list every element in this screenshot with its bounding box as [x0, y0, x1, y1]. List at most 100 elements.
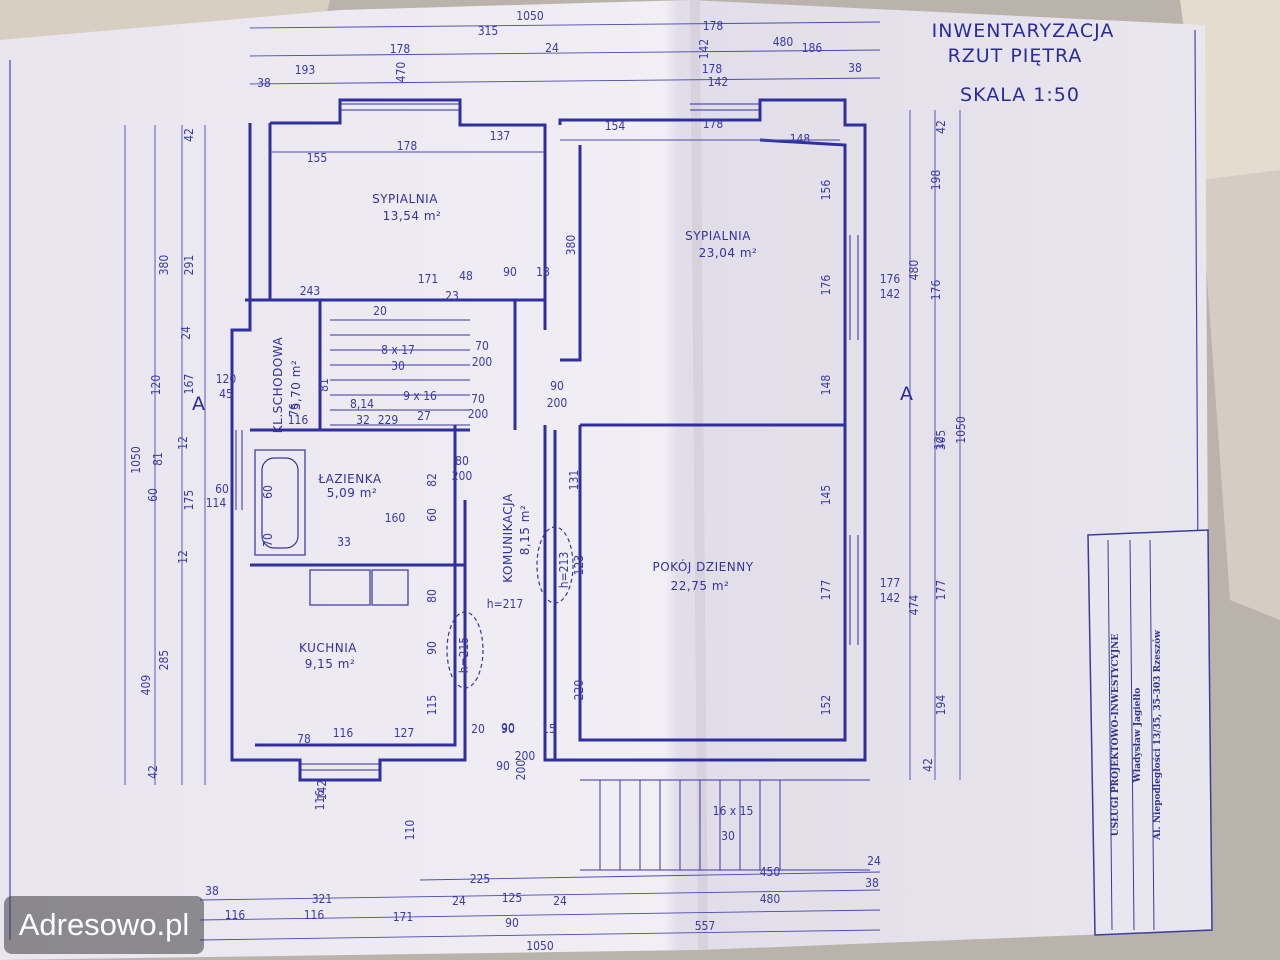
dim-bottom-mid-1: 557 — [695, 919, 716, 933]
room-area-klatka: 5,70 m² — [289, 360, 303, 411]
dim-left-col2-4: 409 — [139, 675, 153, 696]
dimension-labels: 1050 1050 1050 1050 38193178470178142315… — [129, 9, 968, 953]
dim-top-row-12: 38 — [848, 61, 862, 75]
dim-bottom-row2-2: 171 — [393, 910, 414, 924]
dim-middle-8: 160 — [385, 511, 406, 525]
dim-stairs-4: 18 — [536, 265, 550, 279]
watermark-logo: Adresowo.pl — [4, 896, 204, 954]
dim-stairs-13: 8,14 — [350, 397, 374, 411]
room-area-bathroom: 5,09 m² — [327, 486, 378, 500]
dim-left-col2-3: 175 — [182, 490, 196, 511]
stamp-line2: Władysław Jagiełło — [1133, 688, 1143, 784]
dim-left-col-4: 12 — [176, 436, 190, 450]
dim-right-col2-0: 480 — [907, 260, 921, 281]
dim-bottom-row2-0: 116 — [225, 908, 246, 922]
dim-right-col-7: 42 — [921, 758, 935, 772]
dim-right-col-6: 194 — [934, 695, 948, 716]
dim-stairs-19: 200 — [547, 396, 568, 410]
frame-lines — [9, 29, 1201, 940]
room-area-bedroom-left: 13,54 m² — [383, 209, 442, 223]
dim-stairs-16: 70 — [471, 392, 485, 406]
dim-right-col-3: 305 — [934, 430, 948, 451]
stamp-line1: USŁUGI PROJEKTOWO-INWESTYCYJNE — [1111, 634, 1121, 837]
room-name-bedroom-right: SYPIALNIA — [685, 229, 751, 243]
plan-scale: SKALA 1:50 — [960, 84, 1080, 106]
dim-middle-2: 123 — [572, 555, 586, 576]
room-name-kitchen: KUCHNIA — [299, 641, 357, 655]
dim-top-row-0: 38 — [257, 76, 271, 90]
dim-stairs-14: 70 — [475, 339, 489, 353]
dim-middle-5: 80 — [455, 454, 469, 468]
room-area-kitchen: 9,15 m² — [305, 657, 356, 671]
dim-top-row-2: 178 — [390, 42, 411, 56]
dim-left-col-7: 285 — [157, 650, 171, 671]
dim-stairs-front-0: 16 x 15 — [713, 804, 754, 818]
dim-middle-1: 131 — [567, 470, 581, 491]
dim-left-misc-5: 70 — [261, 533, 275, 547]
dim-left-misc-1: 45 — [219, 387, 233, 401]
dim-right-inner-6: 177 — [819, 580, 833, 601]
dim-middle-0: 380 — [564, 235, 578, 256]
dim-middle-23: 127 — [394, 726, 415, 740]
dim-left-col2-1: 167 — [182, 374, 196, 395]
dim-left-col-5: 60 — [146, 488, 160, 502]
dim-bottom-row1-5: 450 — [760, 865, 781, 879]
fixtures — [254, 449, 574, 689]
dim-middle-24: 116 — [313, 790, 327, 811]
dim-middle-17: 15 — [542, 722, 556, 736]
dim-stairs-11: 32 — [356, 413, 370, 427]
designer-stamp: USŁUGI PROJEKTOWO-INWESTYCYJNE Władysław… — [1087, 529, 1213, 936]
dim-top-inner-0: 155 — [307, 151, 328, 165]
dim-middle-21: 78 — [297, 732, 311, 746]
dim-middle-20: 110 — [403, 820, 417, 841]
dim-right-inner-3: 176 — [880, 272, 901, 286]
dim-left-misc-4: 60 — [261, 485, 275, 499]
dim-top-row-5: 142 — [697, 39, 711, 60]
dim-left-col-0: 42 — [182, 128, 196, 142]
room-name-bathroom: ŁAZIENKA — [317, 472, 381, 486]
section-mark-left: A — [192, 393, 206, 415]
dim-left-misc-6: 116 — [288, 413, 309, 427]
dim-right-inner-8: 177 — [880, 576, 901, 590]
dim-heights-2: h=215 — [457, 637, 471, 674]
dim-left-col2-2: 81 — [151, 452, 165, 466]
dim-middle-15: 20 — [471, 722, 485, 736]
dim-right-col-1: 198 — [929, 170, 943, 191]
walls — [230, 98, 867, 782]
dim-middle-18: 90 — [496, 759, 510, 773]
dim-stairs-3: 90 — [503, 265, 517, 279]
dim-stairs-8: 30 — [391, 359, 405, 373]
dim-right-col-2: 176 — [929, 280, 943, 301]
dim-heights-1: h=217 — [487, 597, 524, 611]
dim-top-total: 1050 — [516, 9, 544, 23]
dim-middle-7: 60 — [425, 508, 439, 522]
dim-stairs-0: 243 — [300, 284, 321, 298]
dim-bottom-row1-2: 24 — [452, 894, 466, 908]
dim-middle-4: 82 — [425, 473, 439, 487]
dim-bottom-row2-4: 480 — [760, 892, 781, 906]
dim-middle-14: 200 — [514, 760, 528, 781]
dim-middle-11: 90 — [425, 641, 439, 655]
dim-top-row-6: 315 — [478, 24, 499, 38]
dim-top-inner-3: 154 — [605, 119, 626, 133]
dim-right-inner-7: 142 — [880, 591, 901, 605]
dim-right-inner-2: 142 — [880, 287, 901, 301]
dim-stairs-18: 90 — [550, 379, 564, 393]
dim-top-inner-2: 137 — [490, 129, 511, 143]
dim-bottom-row2-1: 116 — [304, 908, 325, 922]
dim-right-col-5: 177 — [934, 580, 948, 601]
dim-bottom-row1-3: 125 — [502, 891, 523, 905]
dim-middle-16: 90 — [501, 722, 515, 736]
dim-middle-10: 80 — [425, 589, 439, 603]
dim-top-row-7: 24 — [545, 41, 559, 55]
dim-stairs-17: 200 — [468, 407, 489, 421]
room-name-living: POKÓJ DZIENNY — [652, 559, 753, 574]
dim-stairs-1: 171 — [418, 272, 439, 286]
dim-left-col-2: 24 — [179, 326, 193, 340]
dim-right-col2-1: 474 — [907, 595, 921, 616]
dim-top-row-8: 178 — [702, 62, 723, 76]
plan-title: INWENTARYZACJA — [932, 20, 1115, 42]
dim-right-inner-9: 152 — [819, 695, 833, 716]
dim-left-col-8: 42 — [146, 765, 160, 779]
